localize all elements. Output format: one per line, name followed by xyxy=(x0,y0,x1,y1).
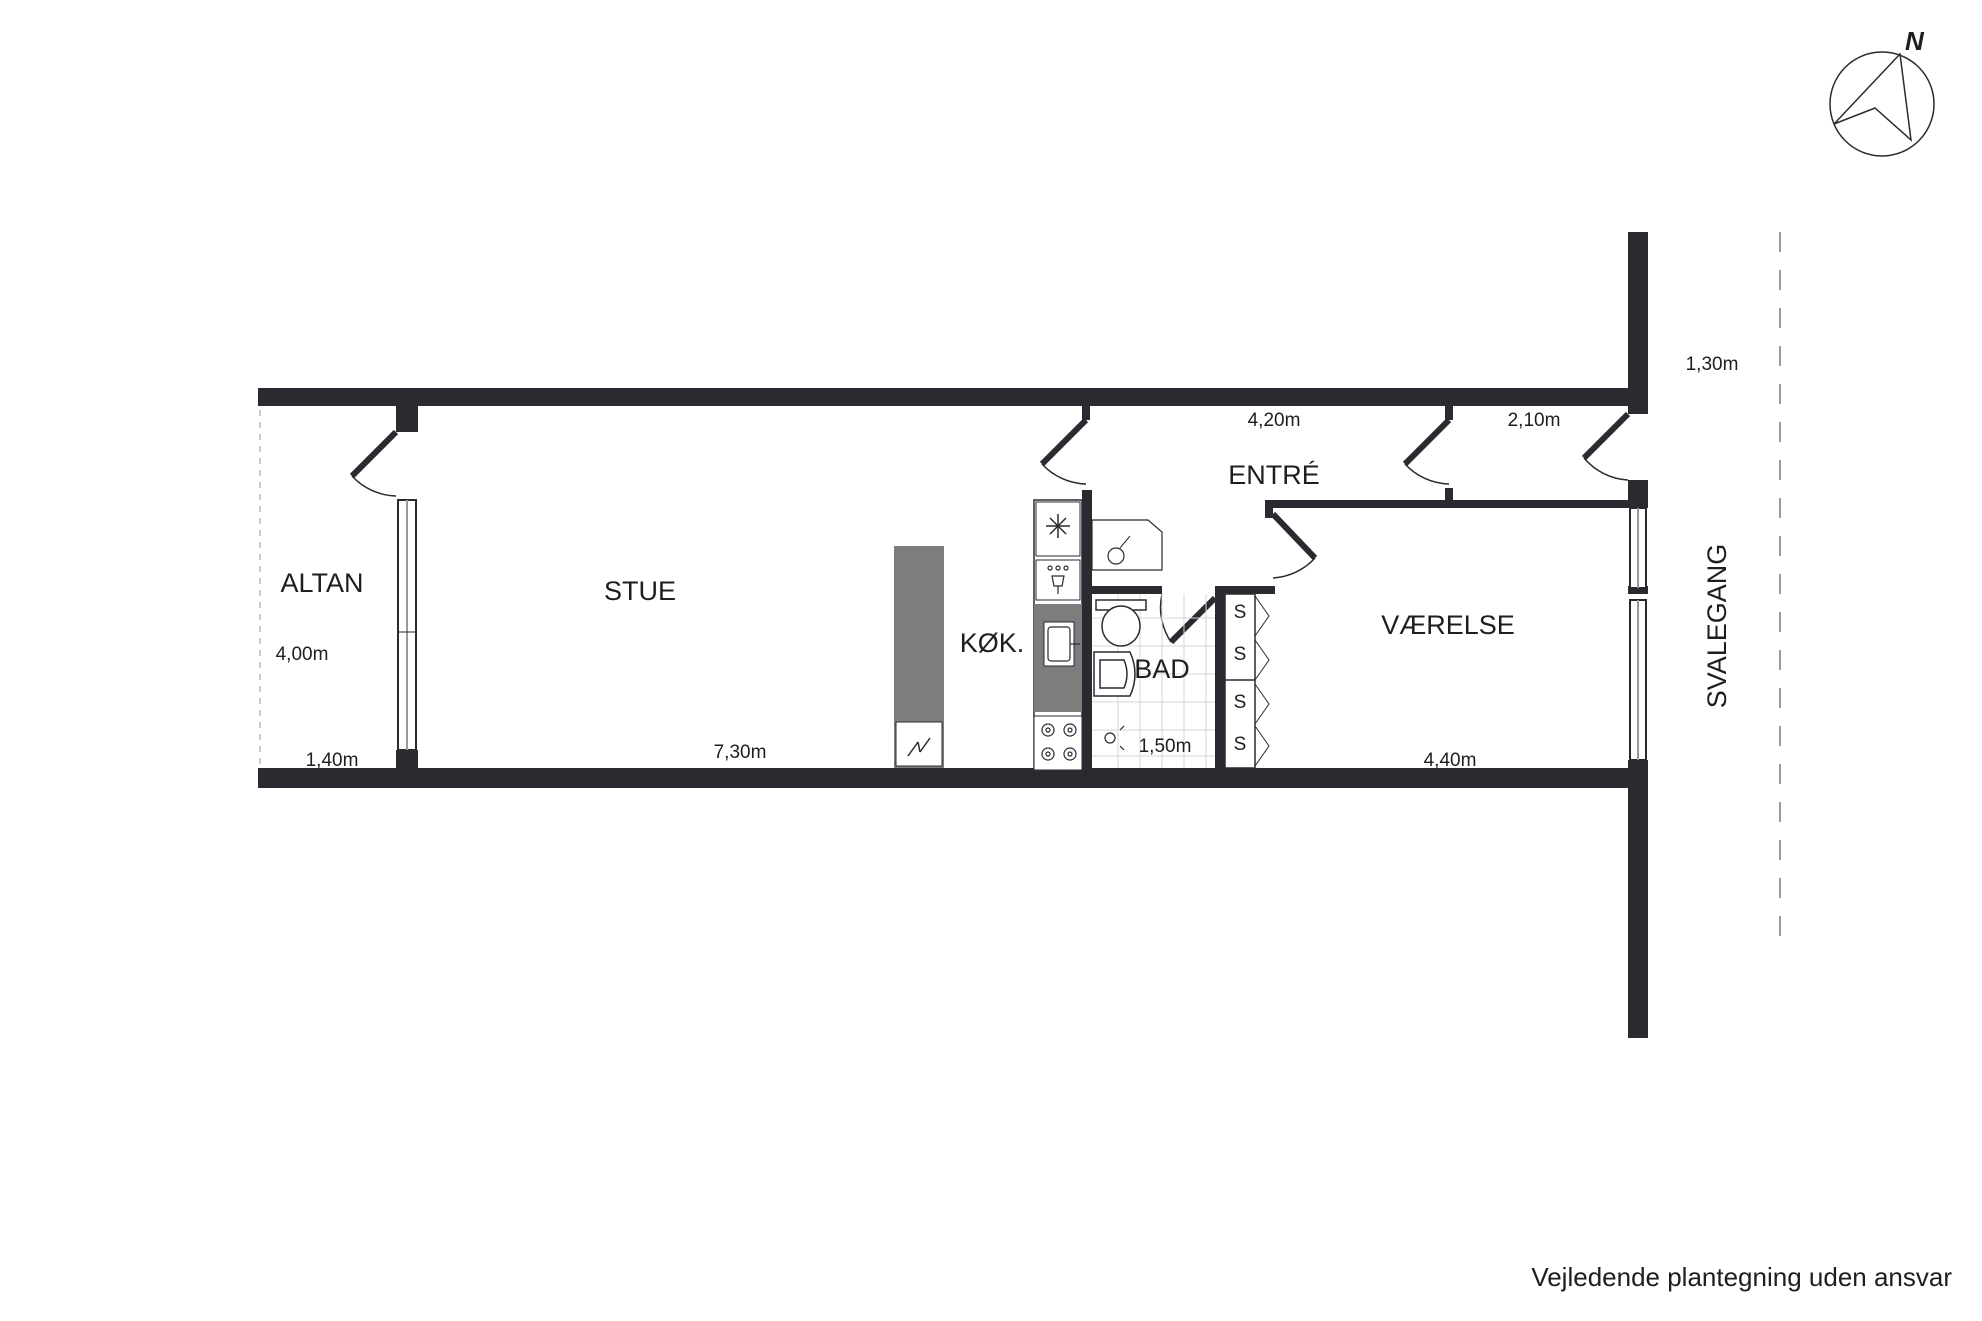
north-label: N xyxy=(1905,26,1925,56)
door-vaerelse xyxy=(1270,511,1318,579)
compass-icon: N xyxy=(1829,26,1935,157)
room-label-altan: ALTAN xyxy=(280,568,363,598)
door-front xyxy=(1581,411,1631,481)
dimension-altan-width: 1,40m xyxy=(306,750,359,771)
shower-drain-icon xyxy=(1104,725,1125,751)
wardrobe-label: S xyxy=(1234,602,1247,623)
dimension-stue-width: 7,30m xyxy=(714,742,767,763)
room-label-entre: ENTRÉ xyxy=(1228,460,1320,490)
dimension-altan-height: 4,00m xyxy=(276,644,329,665)
dimension-bad-width: 1,50m xyxy=(1139,736,1192,757)
stove-icon xyxy=(1041,723,1077,761)
room-label-bad: BAD xyxy=(1134,654,1190,684)
wardrobe-label: S xyxy=(1234,734,1247,755)
door-altan xyxy=(349,429,399,497)
door-stue xyxy=(1039,417,1089,485)
dimension-entre-width: 4,20m xyxy=(1248,410,1301,431)
dimension-svalegang-width: 1,30m xyxy=(1686,354,1739,375)
window-vaerelse-lower xyxy=(1629,599,1647,761)
washing-machine-icon xyxy=(1091,519,1163,571)
room-label-kokken: KØK. xyxy=(960,628,1025,658)
window-altan xyxy=(397,499,417,751)
walls xyxy=(258,232,1648,1038)
dimension-hall-width: 2,10m xyxy=(1508,410,1561,431)
wardrobe-label: S xyxy=(1234,692,1247,713)
dishwasher-icon xyxy=(1047,565,1069,594)
toilet-icon xyxy=(1095,599,1147,647)
kitchen-counter xyxy=(1033,499,1083,771)
bathroom-sink-icon xyxy=(1093,651,1136,697)
door-entre-hall xyxy=(1402,417,1452,485)
freezer-icon xyxy=(1046,514,1070,538)
room-label-svalegang: SVALEGANG xyxy=(1702,544,1732,709)
disclaimer-text: Vejledende plantegning uden ansvar xyxy=(1531,1262,1952,1292)
window-vaerelse-upper xyxy=(1629,507,1647,589)
wardrobe-label: S xyxy=(1234,644,1247,665)
kitchen-island xyxy=(894,546,944,768)
wardrobes xyxy=(1224,593,1270,769)
room-label-stue: STUE xyxy=(604,576,676,606)
room-label-vaerelse: VÆRELSE xyxy=(1381,610,1515,640)
sink-icon xyxy=(1047,626,1080,662)
dimension-vaerelse-width: 4,40m xyxy=(1424,750,1477,771)
electric-panel-icon xyxy=(907,737,931,757)
